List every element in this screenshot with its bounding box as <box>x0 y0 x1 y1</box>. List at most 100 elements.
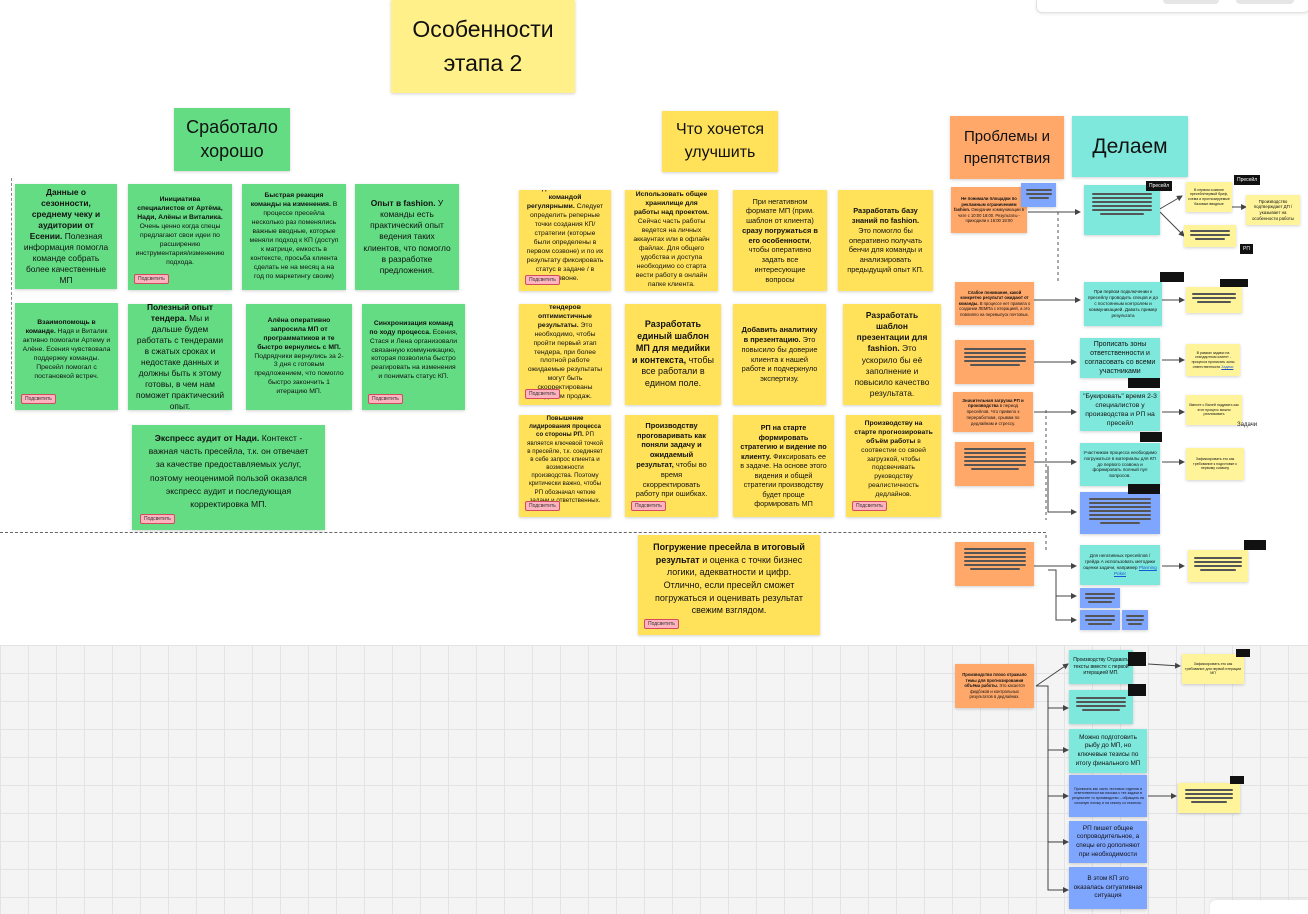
vote-button[interactable]: Подсветить <box>21 394 56 404</box>
orange-note-collapsed[interactable] <box>955 442 1034 486</box>
tasks-link[interactable]: Задачи <box>1221 364 1234 369</box>
lyellow-note-collapsed[interactable] <box>1178 783 1240 813</box>
orange-note-bold: Значительная загрузка РП и производства <box>962 397 1024 409</box>
lyellow-note-2[interactable]: Производство подтверждает ДП / указывает… <box>1246 195 1300 225</box>
orange-note-4[interactable]: Производство плохо отражало темы для про… <box>955 664 1034 708</box>
yellow-note-bold: Показывать для тендеров оптимистичные ре… <box>537 304 592 329</box>
yellow-note-5[interactable]: Показывать для тендеров оптимистичные ре… <box>519 304 611 405</box>
green-note-bold: Взаимопомощь в команде. <box>25 319 96 336</box>
yellow-note-13[interactable]: Погружение пресейла в итоговый результат… <box>638 535 820 635</box>
yellow-note-9[interactable]: Повышение лидирования процесса со сторон… <box>519 415 611 517</box>
yellow-note-2[interactable]: Использовать общее хранилище для работы … <box>625 190 718 291</box>
green-note-3[interactable]: Быстрая реакция команды на изменения. В … <box>242 184 346 290</box>
lyellow-note-1[interactable]: В первом созвоне пресейл/первый бриф, сх… <box>1186 182 1232 212</box>
yellow-note-1[interactable]: Сделать сикви с командой регулярными. Сл… <box>519 190 611 291</box>
teal-note-7[interactable]: Можно подготовить рыбу до МП, но ключевы… <box>1069 729 1147 773</box>
green-note-6[interactable]: Полезный опыт тендера. Мы и дальше будем… <box>128 304 232 410</box>
vote-button[interactable]: Подсветить <box>631 501 666 511</box>
vote-button[interactable]: Подсветить <box>525 275 560 285</box>
green-note-9[interactable]: Экспресс аудит от Нади. Контекст - важна… <box>132 425 325 530</box>
teal-note-3[interactable]: "Букировать" время 2-3 специалистов у пр… <box>1080 391 1160 431</box>
yellow-note-11[interactable]: РП на старте формировать стратегию и вид… <box>733 415 834 517</box>
header-doing[interactable]: Делаем <box>1072 116 1188 177</box>
yellow-note-7[interactable]: Добавить аналитику в презентацию. Это по… <box>733 304 826 405</box>
orange-note-text: в период пресейлов. Что привело к перера… <box>966 403 1020 426</box>
blue-note-2[interactable]: РП пишет общее сопроводительное, а спецы… <box>1069 821 1147 863</box>
yellow-note-4[interactable]: Разработать базу знаний по fashion. Это … <box>838 190 933 291</box>
orange-note-text: Это касается фидбэков и контрольных резу… <box>969 683 1025 700</box>
lyellow-note-collapsed[interactable] <box>1188 550 1248 582</box>
orange-note-2[interactable]: Слабое понимание, какой конкретно резуль… <box>955 282 1034 325</box>
orange-note-collapsed[interactable] <box>955 542 1034 586</box>
teal-note-collapsed[interactable] <box>1069 690 1133 724</box>
teal-note-2[interactable]: Прописать зоны ответственности и согласо… <box>1080 338 1160 378</box>
vote-button[interactable]: Подсветить <box>368 394 403 404</box>
green-note-bold: Данные о сезонности, среднему чеку и ауд… <box>29 186 101 241</box>
text-lines <box>1178 789 1240 803</box>
vote-button[interactable]: Подсветить <box>525 389 560 399</box>
yellow-note-text: Сейчас часть работы ведется на личных ак… <box>633 218 710 288</box>
lyellow-note-collapsed[interactable] <box>1184 225 1236 247</box>
teal-note-1[interactable]: При первом подключении к пресейлу провод… <box>1084 282 1162 326</box>
label-bar <box>1220 279 1248 287</box>
yellow-note-12[interactable]: Производству на старте прогнозировать об… <box>846 415 941 517</box>
green-note-4[interactable]: Опыт в fashion. У команды есть практичес… <box>355 184 459 290</box>
vote-button[interactable]: Подсветить <box>852 501 887 511</box>
yellow-note-10[interactable]: Производству проговаривать как поняли за… <box>625 415 718 517</box>
blue-note-collapsed[interactable] <box>1122 610 1148 630</box>
green-note-7[interactable]: Алёна оперативно запросила МП от програм… <box>246 304 352 410</box>
yellow-note-8[interactable]: Разработать шаблон презентации для fashi… <box>843 304 941 405</box>
header-improve[interactable]: Что хочется улучшить <box>662 111 778 172</box>
header-problems[interactable]: Проблемы и препятствия <box>950 116 1064 179</box>
label-bar <box>1128 652 1146 666</box>
yellow-note-text: При негативном формате МП (прим. шаблон … <box>745 196 815 226</box>
blue-mini-note[interactable] <box>1021 183 1056 207</box>
blue-note-1[interactable]: Прописать как часть тестовых отделов и о… <box>1069 775 1147 817</box>
yellow-note-bold: Добавить аналитику в презентацию. <box>741 325 818 344</box>
board-title: Особенности этапа 2 <box>412 16 554 76</box>
teal-note-5[interactable]: Для негативных пресейлов / грейда А испо… <box>1080 545 1160 585</box>
blue-note-3[interactable]: В этом КП это оказалась ситуативная ситу… <box>1069 867 1147 909</box>
green-note-text: Мы и дальше будем работать с тендерами в… <box>135 312 224 410</box>
lyellow-note-6[interactable]: Зафиксировать это как требование для пер… <box>1182 654 1244 684</box>
lyellow-note-5[interactable]: Зафиксировать это как требование к подго… <box>1186 448 1244 480</box>
blue-note-collapsed[interactable] <box>1080 588 1120 608</box>
orange-note-collapsed[interactable] <box>955 340 1034 384</box>
orange-note-3[interactable]: Значительная загрузка РП и производства … <box>953 392 1033 432</box>
orange-note-1[interactable]: Не понимали площадки по рекламным ограни… <box>951 187 1027 233</box>
teal-note-4[interactable]: Участником процесса необходимо погружать… <box>1080 443 1160 486</box>
yellow-note-text: чтобы все работали в едином поле. <box>641 354 714 389</box>
toolbar-pill[interactable] <box>1163 0 1219 4</box>
title-sticky[interactable]: Особенности этапа 2 <box>391 0 575 93</box>
teal-note-6[interactable]: Производству Отдавать тексты вместе с пе… <box>1069 650 1133 684</box>
teal-note-text: Производству Отдавать тексты вместе с пе… <box>1073 657 1129 677</box>
blue-note-text: РП пишет общее сопроводительное, а спецы… <box>1076 824 1140 858</box>
text-lines <box>1122 615 1148 625</box>
green-note-5[interactable]: Взаимопомощь в команде. Надя и Виталик а… <box>15 303 118 410</box>
yellow-note-3[interactable]: При негативном формате МП (прим. шаблон … <box>733 190 827 291</box>
header-worked-well-text: Сработало хорошо <box>186 117 278 161</box>
lyellow-note-collapsed[interactable] <box>1186 287 1242 313</box>
lyellow-note-3[interactable]: В рамках задачи на стандартном клиент - … <box>1186 344 1240 376</box>
vote-button[interactable]: Подсветить <box>134 274 169 284</box>
vote-button[interactable]: Подсветить <box>525 501 560 511</box>
toolbar-pill[interactable] <box>1236 0 1294 4</box>
green-note-8[interactable]: Синхронизация команд по ходу процесса. Е… <box>362 304 465 410</box>
lyellow-note-4[interactable]: Вместе с Валей подумать как этот процесс… <box>1186 395 1242 425</box>
planning-poker-link[interactable]: Planning Poker <box>1113 565 1157 576</box>
yellow-note-6[interactable]: Разработать единый шаблон МП для медийки… <box>625 304 721 405</box>
header-worked-well[interactable]: Сработало хорошо <box>174 108 290 171</box>
teal-note-collapsed[interactable] <box>1084 185 1160 235</box>
frame-divider <box>0 532 1046 533</box>
green-note-1[interactable]: Данные о сезонности, среднему чеку и ауд… <box>15 184 117 289</box>
green-note-2[interactable]: Инициатива специалистов от Артёма, Нади,… <box>128 184 232 290</box>
corner-widget[interactable] <box>1210 900 1308 914</box>
vote-button[interactable]: Подсветить <box>644 619 679 629</box>
blue-note-collapsed[interactable] <box>1080 492 1160 534</box>
blue-note-collapsed[interactable] <box>1080 610 1120 630</box>
header-improve-text: Что хочется улучшить <box>675 121 765 161</box>
orange-note-text: Ожидание коммуникации в чате с 10:00 18:… <box>957 207 1025 224</box>
header-doing-text: Делаем <box>1092 134 1168 158</box>
vote-button[interactable]: Подсветить <box>140 514 175 524</box>
